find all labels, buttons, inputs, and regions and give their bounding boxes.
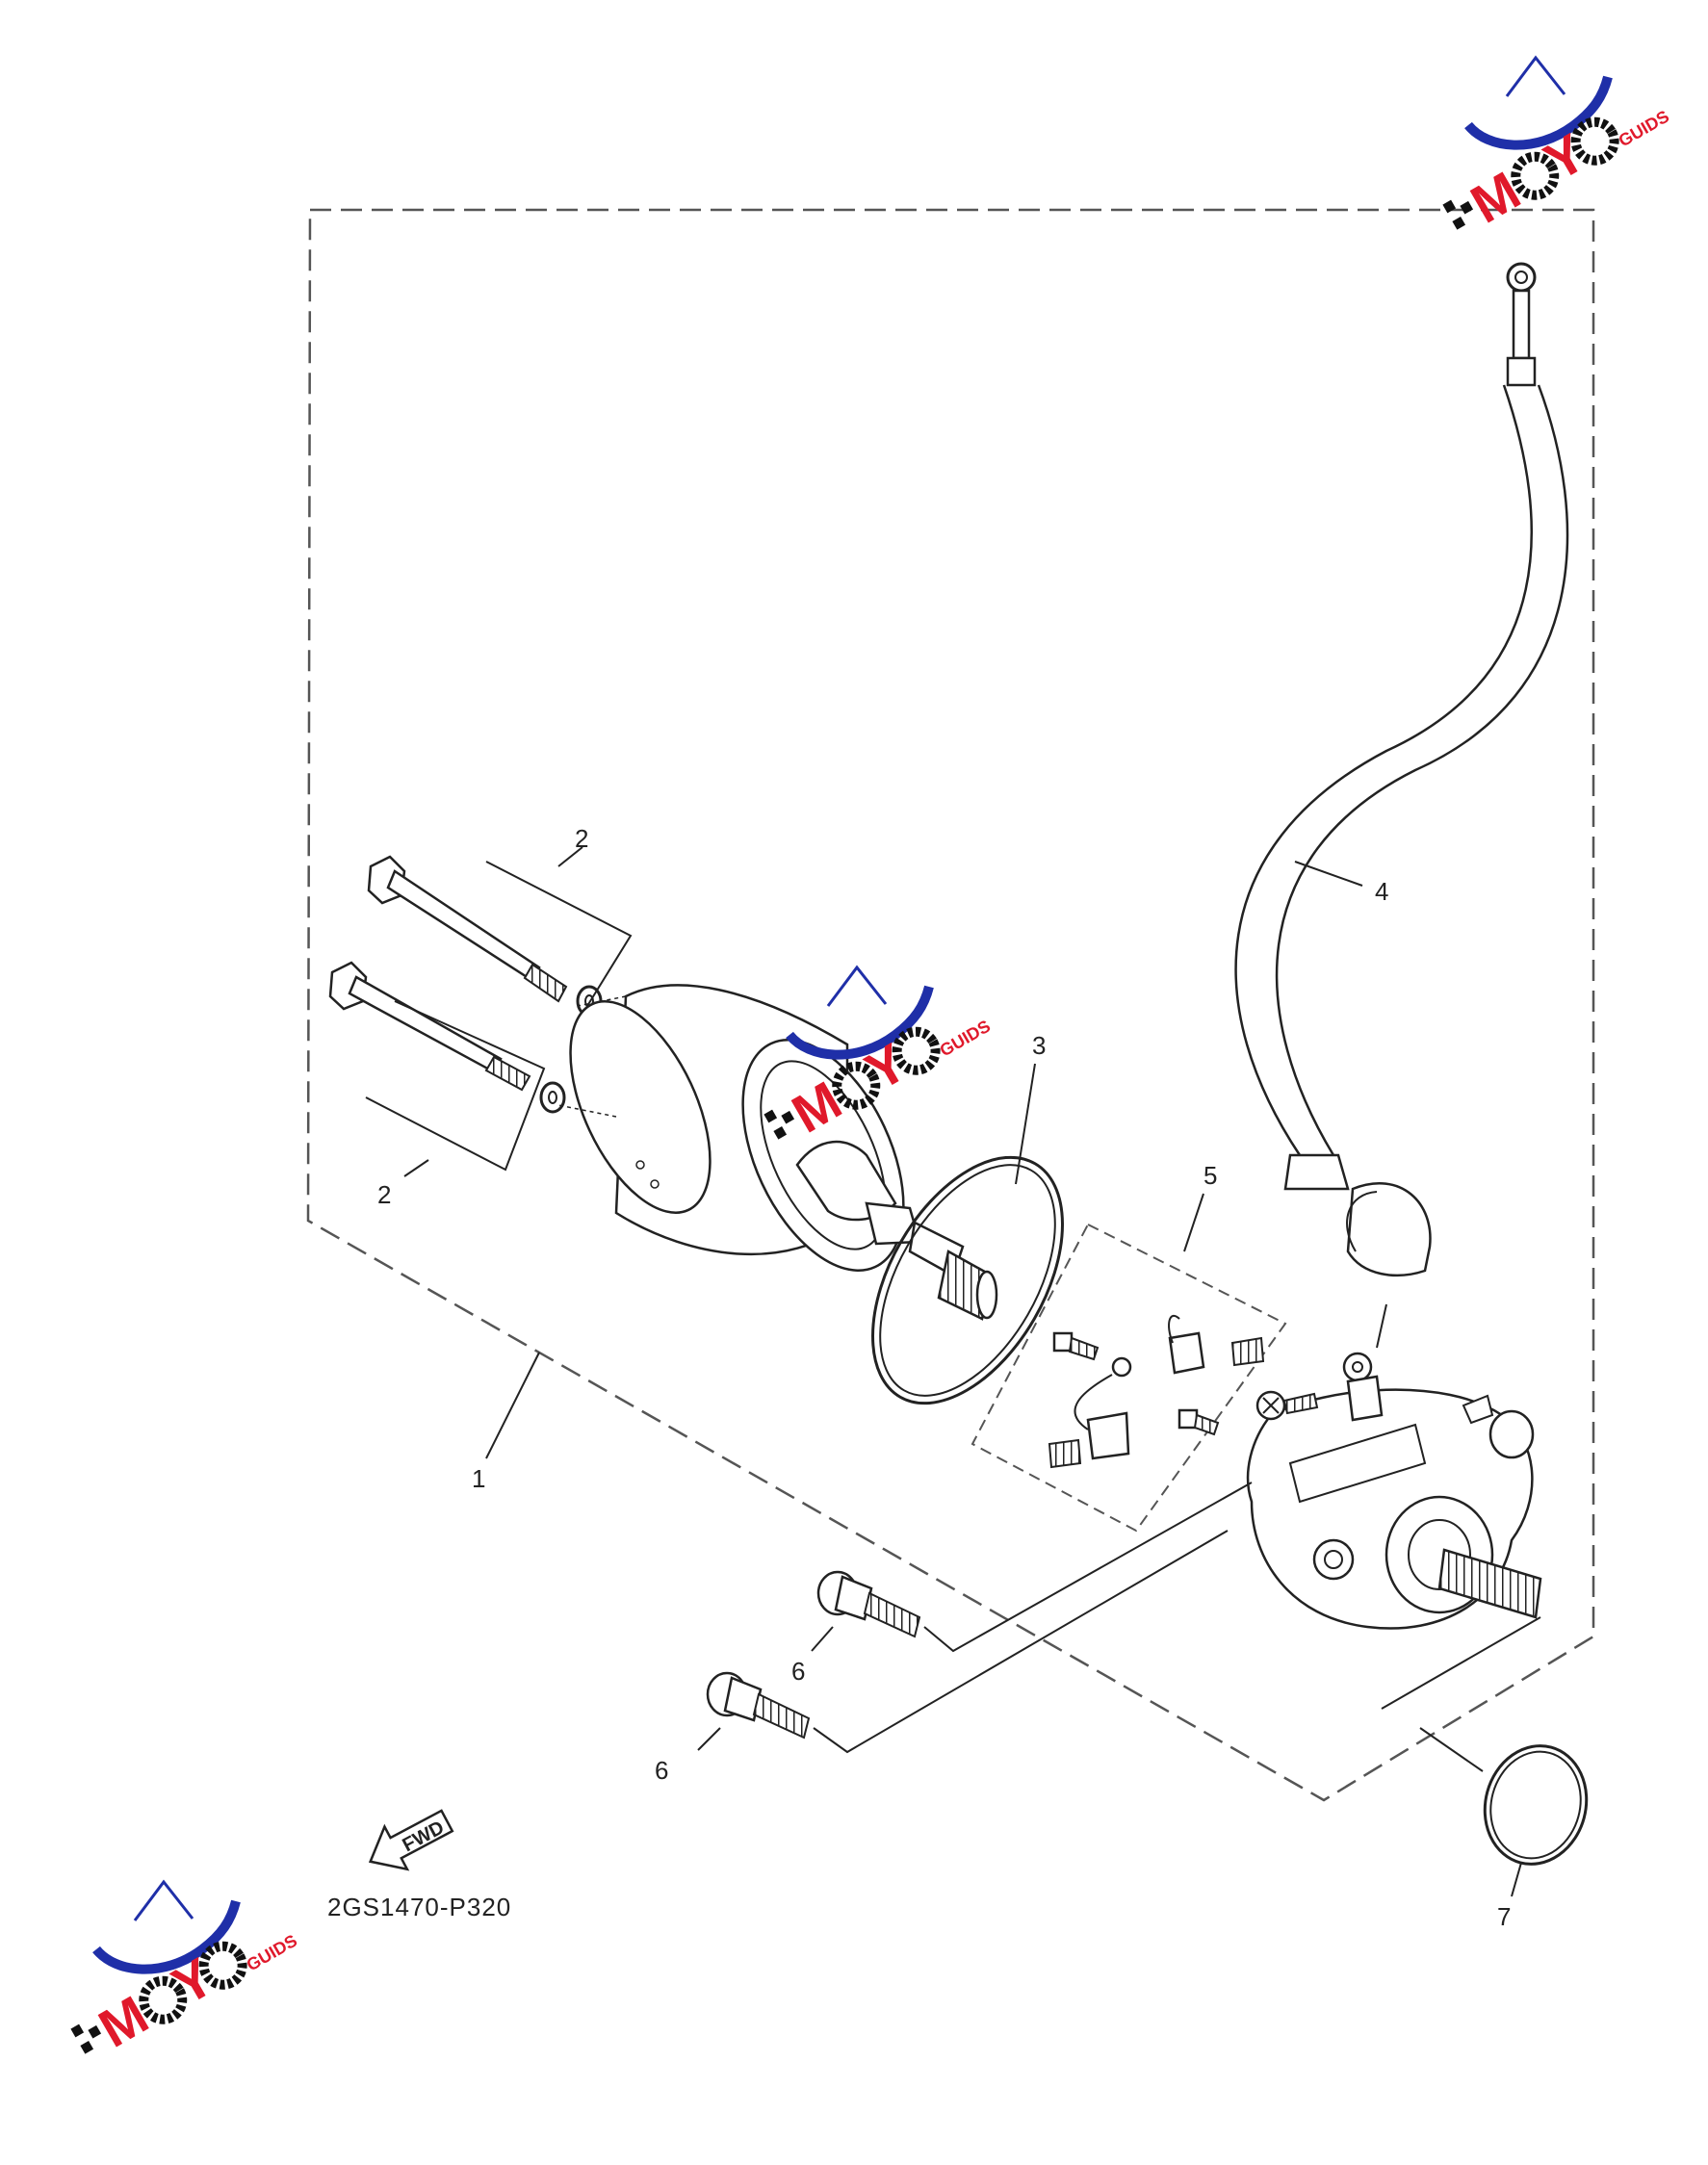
leader-1 (485, 1352, 540, 1459)
leader-4 (1294, 861, 1363, 887)
o-ring (871, 1155, 1064, 1405)
watermark-logo-top (1437, 58, 1675, 248)
callout-4: 4 (1375, 877, 1388, 906)
starter-motor (557, 984, 998, 1321)
callout-1: 1 (472, 1464, 485, 1493)
callout-5: 5 (1203, 1161, 1217, 1190)
mounting-bolts (697, 1482, 1253, 1754)
long-bolts (328, 846, 633, 1177)
callout-2-upper: 2 (575, 824, 588, 853)
rear-cover (1246, 1303, 1542, 1630)
callout-3: 3 (1032, 1031, 1046, 1060)
o-ring-small (1381, 1616, 1589, 1897)
watermark-logo-bottom (65, 1882, 303, 2073)
leader-5 (1183, 1193, 1204, 1252)
assembly-outline (306, 208, 1595, 1802)
diagram-code: 2GS1470-P320 (327, 1893, 511, 1921)
leader-3 (1015, 1063, 1036, 1185)
callout-7: 7 (1497, 1902, 1511, 1931)
callout-6-lower: 6 (655, 1756, 668, 1785)
brush-parts (1048, 1314, 1265, 1469)
callout-2-lower: 2 (377, 1180, 391, 1209)
callout-6-upper: 6 (791, 1657, 805, 1686)
brush-set-outline (970, 1223, 1287, 1533)
starter-cable (1234, 262, 1569, 1277)
fwd-arrow-icon: FWD (368, 1809, 454, 1871)
